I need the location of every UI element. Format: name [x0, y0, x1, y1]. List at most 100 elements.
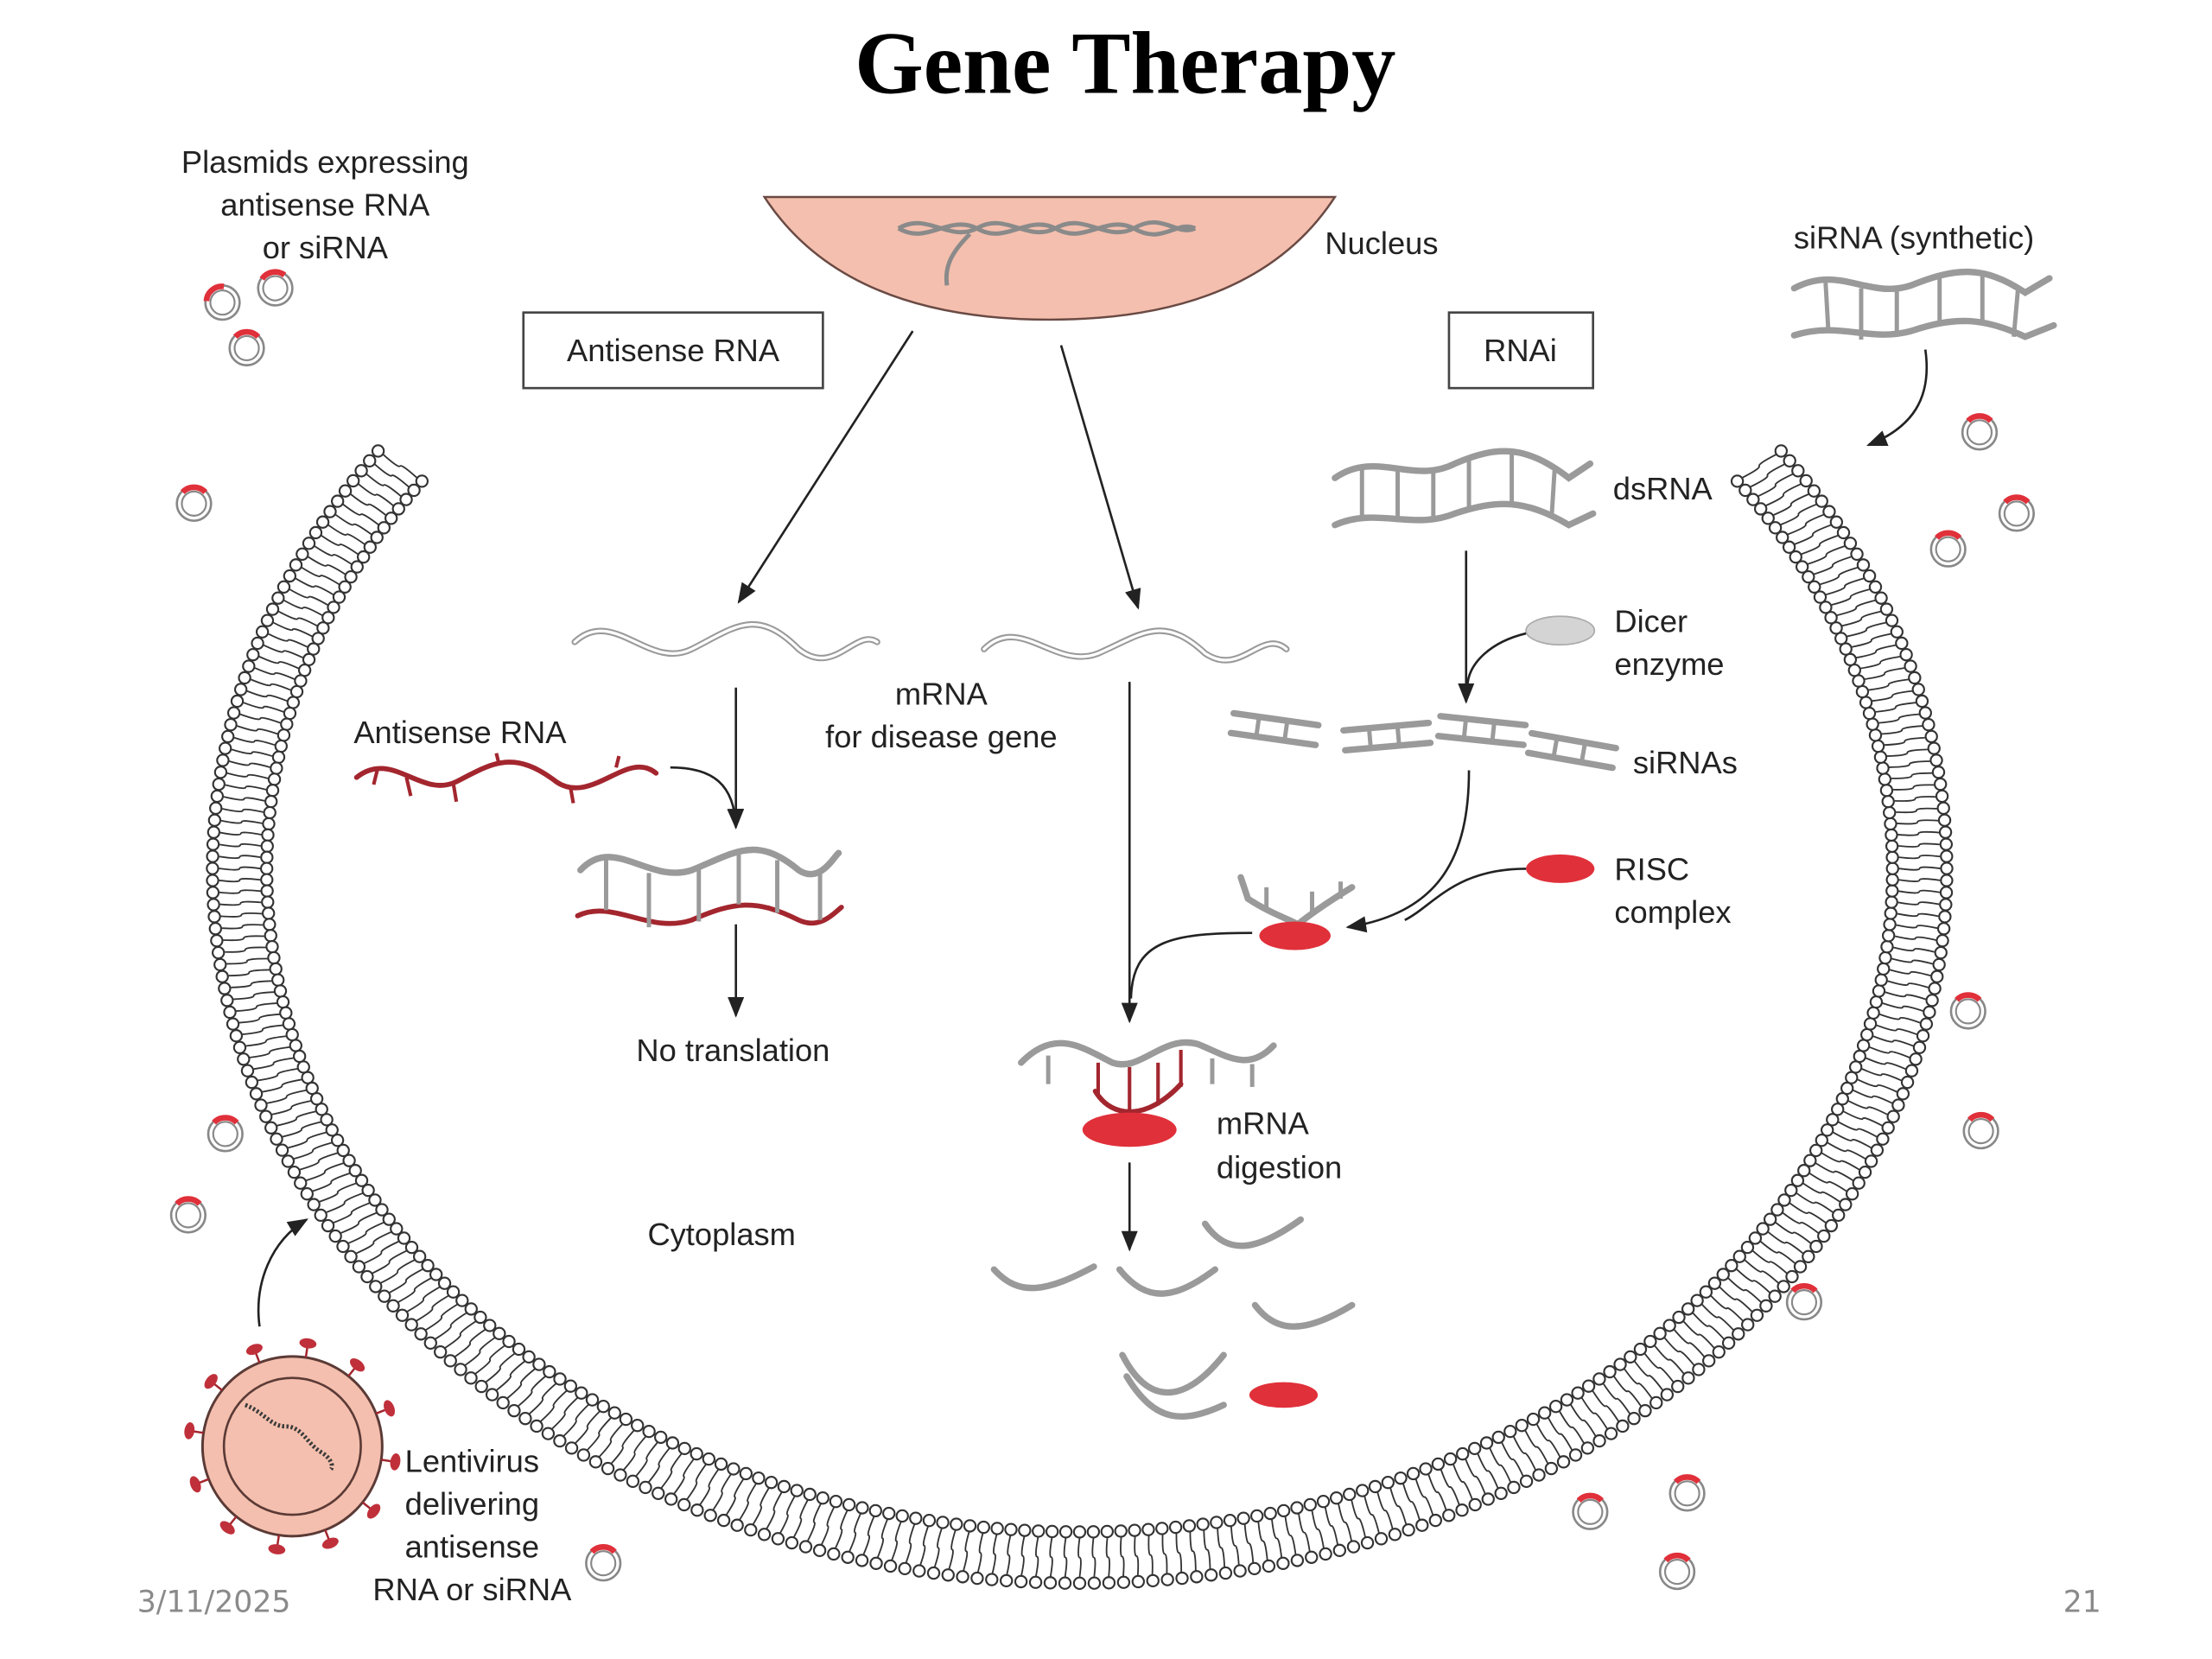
- lipid-head: [280, 717, 294, 731]
- lipid-tail: [1838, 1121, 1878, 1138]
- lipid-tail: [249, 1046, 290, 1058]
- lipid-head: [332, 590, 346, 604]
- lipid-head: [263, 805, 276, 820]
- lipid-head: [1896, 1087, 1910, 1101]
- lipid-tail: [1147, 1535, 1154, 1575]
- lipid-head: [276, 580, 291, 594]
- lipid-head: [1681, 1302, 1695, 1316]
- lipid-tail: [1794, 524, 1832, 545]
- plasmid-icon: [1785, 1283, 1823, 1321]
- lipid-head: [1443, 1452, 1458, 1466]
- plasmid-icon: [175, 484, 213, 522]
- lipid-head: [1939, 886, 1954, 899]
- lipid-head: [1592, 1372, 1606, 1386]
- lipid-head: [1168, 1520, 1183, 1535]
- lipid-head: [218, 741, 232, 755]
- virus-spike-head: [299, 1338, 317, 1349]
- sirnas-icon: [1227, 709, 1619, 772]
- lipid-head: [1394, 1471, 1408, 1485]
- lipid-head: [249, 1087, 264, 1101]
- lipid-head: [941, 1568, 955, 1582]
- lipid-head: [342, 1154, 356, 1167]
- lipid-head: [1503, 1424, 1517, 1439]
- risc-connector: [1404, 868, 1527, 921]
- lipid-head: [238, 671, 251, 685]
- lipid-head: [297, 663, 312, 677]
- lipid-head: [265, 602, 280, 616]
- lipid-tail: [239, 713, 281, 724]
- lipid-tail: [1847, 621, 1886, 638]
- lipid-head: [237, 1052, 251, 1066]
- lipid-tail: [288, 1131, 327, 1149]
- lipid-tail: [1376, 1491, 1394, 1529]
- lipid-tail: [314, 545, 353, 565]
- lipid-head: [1616, 1419, 1630, 1433]
- lipid-tail: [779, 1496, 796, 1534]
- lipid-head: [1276, 1556, 1290, 1570]
- lipid-head: [226, 1017, 240, 1031]
- lipid-head: [350, 560, 364, 574]
- lipid-head: [1746, 493, 1760, 506]
- lipid-head: [206, 849, 219, 863]
- lipid-tail: [1898, 878, 1941, 882]
- lipid-head: [1793, 1260, 1808, 1274]
- lipid-tail: [976, 1533, 984, 1573]
- lipid-head: [485, 1388, 499, 1402]
- lipid-head: [429, 1268, 443, 1281]
- mrna-strand-left-icon: [571, 621, 880, 662]
- lipid-tail: [219, 900, 262, 906]
- lipid-head: [390, 1222, 404, 1236]
- lipid-head: [274, 739, 288, 753]
- mrna-label-line-2: for disease gene: [825, 719, 1057, 754]
- lipid-tail: [283, 600, 323, 616]
- lipid-head: [1210, 1516, 1224, 1529]
- lipid-tail: [485, 1352, 515, 1383]
- lipid-head: [281, 1154, 296, 1168]
- lipid-head: [1532, 1468, 1546, 1482]
- lipid-head: [255, 625, 270, 639]
- lipid-head: [1374, 1532, 1389, 1546]
- lipid-head: [1000, 1573, 1014, 1588]
- lipid-head: [1740, 1240, 1755, 1255]
- lipid-head: [1919, 1017, 1934, 1031]
- lipid-tail: [1881, 725, 1923, 735]
- lipid-tail: [1203, 1530, 1211, 1569]
- lipid-tail: [1692, 1313, 1725, 1340]
- lipid-tail: [575, 1410, 601, 1444]
- lipid-tail: [219, 866, 261, 871]
- lipid-head: [1849, 1060, 1863, 1074]
- lipid-tail: [623, 1436, 646, 1471]
- lipid-head: [269, 962, 283, 976]
- lipid-tail: [648, 1447, 671, 1483]
- lipid-head: [1603, 1364, 1617, 1379]
- lipid-head: [315, 1103, 328, 1116]
- lipid-tail: [1673, 1329, 1705, 1357]
- lipid-head: [588, 1455, 603, 1469]
- lipid-tail: [1324, 1507, 1338, 1545]
- lipid-head: [1880, 940, 1894, 954]
- lipid-tail: [312, 1173, 350, 1192]
- lipid-head: [209, 801, 223, 816]
- footer-date: 3/11/2025: [137, 1585, 291, 1619]
- lipid-head: [1777, 1193, 1791, 1207]
- lipid-tail: [231, 980, 272, 988]
- lipid-tail: [712, 1473, 732, 1510]
- lipid-tail: [862, 1516, 875, 1555]
- lipid-tail: [1559, 1411, 1585, 1444]
- lipid-head: [1886, 1109, 1900, 1123]
- lipid-head: [246, 648, 260, 662]
- lipid-tail: [333, 1202, 370, 1224]
- lentivirus-label-line-4: RNA or siRNA: [372, 1572, 572, 1607]
- lipid-tail: [1701, 1304, 1734, 1331]
- lipid-tail: [1853, 1090, 1893, 1104]
- lipid-head: [1406, 1466, 1421, 1481]
- mrna-strand-middle-icon: [981, 627, 1290, 664]
- lipid-tail: [1891, 772, 1933, 779]
- lipid-head: [1912, 1040, 1927, 1054]
- plasmid-icon: [1998, 494, 2036, 532]
- lipid-head: [563, 1379, 578, 1393]
- lipid-head: [1925, 994, 1939, 1007]
- no-translation-label: No translation: [636, 1033, 830, 1068]
- lipid-head: [363, 540, 378, 554]
- lipid-tail: [1887, 980, 1929, 988]
